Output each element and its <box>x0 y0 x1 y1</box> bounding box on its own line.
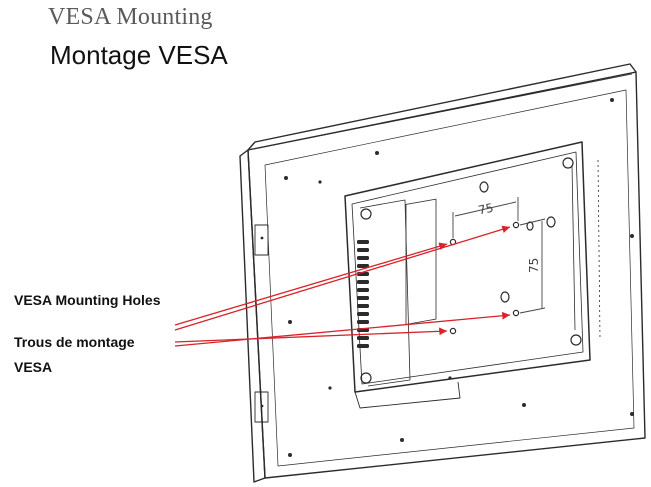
vesa-hole-bl <box>449 327 457 335</box>
dim-v-extension <box>519 218 546 314</box>
side-port-upper <box>254 224 269 256</box>
arrow-to-hole-bl <box>174 327 448 343</box>
rear-shell <box>247 71 646 479</box>
label-vesa-holes: VESA Mounting Holes <box>14 292 161 308</box>
small-dots <box>260 98 634 457</box>
top-edge <box>247 63 637 151</box>
screw-tr <box>562 157 574 169</box>
bracket-rib-left <box>359 199 411 387</box>
dim-h-extension <box>452 197 519 238</box>
bracket-right-edge <box>571 164 576 331</box>
callout-arrows <box>174 225 511 347</box>
dim-h-line <box>454 201 517 217</box>
title-fr: Montage VESA <box>50 40 228 70</box>
side-port-lower <box>254 391 269 423</box>
arrow-to-hole-tr <box>174 225 511 331</box>
dim-h-label: 75 <box>477 201 495 218</box>
vent-right <box>597 159 601 341</box>
label-trous-line2: VESA <box>14 359 53 375</box>
hole-top <box>479 181 489 193</box>
arrow-to-hole-tl <box>174 242 448 326</box>
bracket-slot <box>405 198 437 325</box>
top-edge-inner <box>257 73 633 149</box>
hole-right-mid <box>526 221 534 231</box>
vesa-holes <box>449 221 520 335</box>
screw-tl <box>360 208 372 220</box>
vesa-bracket <box>344 141 591 393</box>
vesa-hole-tr <box>512 221 520 229</box>
vent-grille <box>357 240 369 348</box>
label-trous-line1: Trous de montage <box>14 334 135 350</box>
hole-right-upper <box>546 216 556 228</box>
screw-bl <box>360 372 372 384</box>
dim-v-label: 75 <box>527 258 541 273</box>
inner-panel <box>264 89 635 467</box>
screws <box>360 157 582 384</box>
hole-center-lower <box>500 291 510 303</box>
screw-br <box>570 334 582 346</box>
front-bezel <box>239 149 266 483</box>
bracket-bottom-tab <box>354 381 461 409</box>
monitor-outline <box>239 63 646 483</box>
dimension-lines <box>452 197 546 314</box>
vesa-hole-br <box>512 309 520 317</box>
arrow-to-hole-br <box>174 311 511 347</box>
title-en: VESA Mounting <box>48 4 213 30</box>
